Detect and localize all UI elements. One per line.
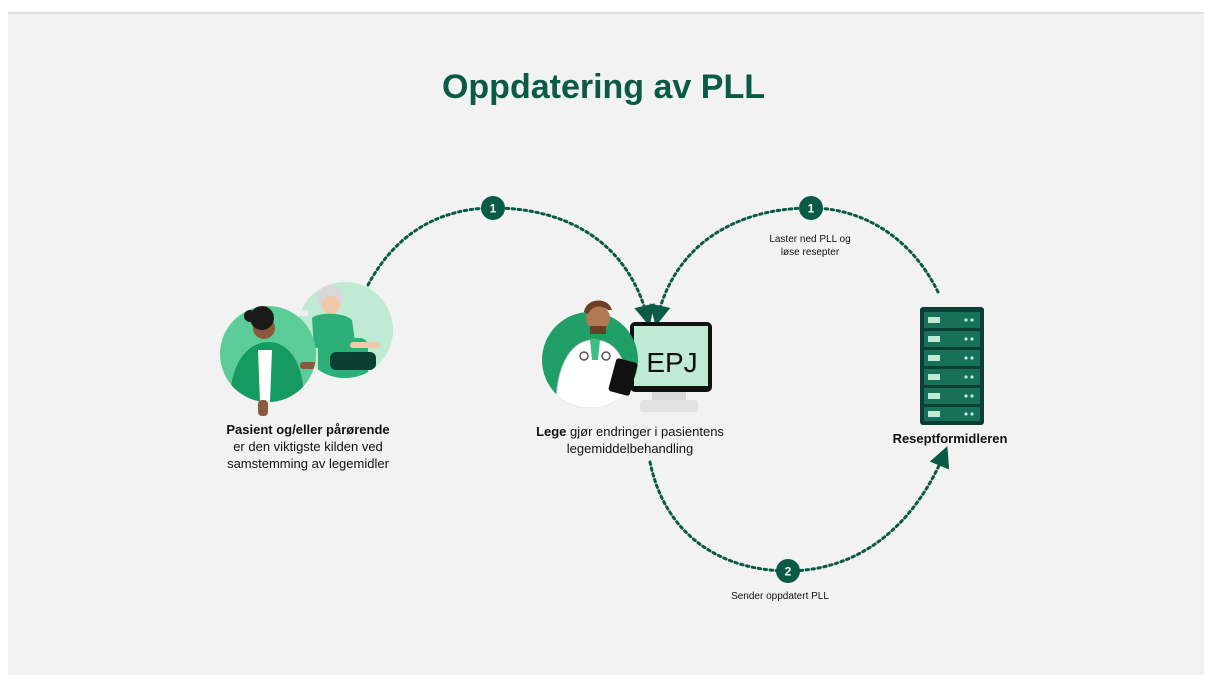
doctor-caption-title: Lege	[536, 424, 567, 439]
patient-caption-title: Pasient og/eller pårørende	[226, 422, 390, 437]
arc-resept-to-lege	[649, 206, 940, 327]
patient-caption-line3: samstemming av legemidler	[227, 456, 389, 471]
prescription-service-caption: Reseptformidleren	[892, 431, 1008, 446]
patient-caption-line2: er den viktigste kilden ved	[233, 439, 383, 454]
step-badge-right: 1	[799, 196, 823, 220]
patient-caption: Pasient og/eller pårørende er den viktig…	[188, 421, 428, 472]
patient-icon	[220, 306, 316, 416]
step-badge-bottom: 2	[776, 559, 800, 583]
doctor-icon	[542, 300, 638, 408]
download-label: Laster ned PLL og løse resepter	[740, 233, 880, 259]
server-rack-icon	[920, 307, 984, 425]
doctor-caption-text: gjør endringer i pasientens	[566, 424, 724, 439]
doctor-caption: Lege gjør endringer i pasientens legemid…	[510, 423, 750, 457]
epj-screen-text: EPJ	[646, 347, 697, 378]
step-badge-left: 1	[481, 196, 505, 220]
step-number: 2	[785, 565, 792, 579]
computer-monitor-icon: EPJ	[630, 322, 712, 412]
send-label: Sender oppdatert PLL	[731, 591, 829, 602]
step-number: 1	[490, 202, 497, 216]
relative-icon	[297, 282, 393, 378]
doctor-caption-line2: legemiddelbehandling	[566, 441, 694, 456]
download-label-line2: løse resepter	[780, 247, 840, 258]
download-label-line1: Laster ned PLL og	[769, 234, 851, 245]
doctor-caption-line1: Lege gjør endringer i pasientens	[510, 423, 750, 440]
step-number: 1	[808, 202, 815, 216]
arc-lege-to-resept	[648, 446, 950, 573]
page-title: Oppdatering av PLL	[441, 68, 766, 106]
